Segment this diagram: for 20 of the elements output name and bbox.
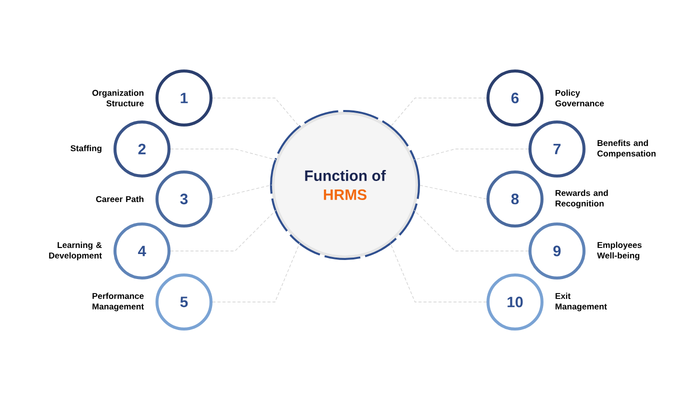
label-text: Employees Well-being (597, 242, 642, 260)
connector-line (170, 148, 276, 160)
label-text: Performance Management (92, 292, 144, 312)
label-text: Exit Management (556, 292, 607, 312)
label-text: Staffing (70, 145, 102, 153)
connector-line (418, 184, 487, 200)
connector-line (414, 148, 529, 160)
connector-line (170, 210, 276, 252)
connector-line (414, 210, 529, 252)
label-text: Learning & Development (49, 242, 102, 260)
connector-line (390, 98, 487, 128)
connector-line (390, 242, 487, 302)
label-text: Career Path (96, 196, 144, 202)
label-text: Policy Governance (555, 90, 604, 106)
connector-line (212, 242, 300, 302)
label-text: Organization Structure (92, 90, 144, 106)
label-text: Rewards and Recognition (556, 190, 608, 208)
label-text: Benefits and Compensation (597, 140, 656, 158)
connector-line (212, 98, 300, 128)
connector-line (212, 184, 272, 200)
